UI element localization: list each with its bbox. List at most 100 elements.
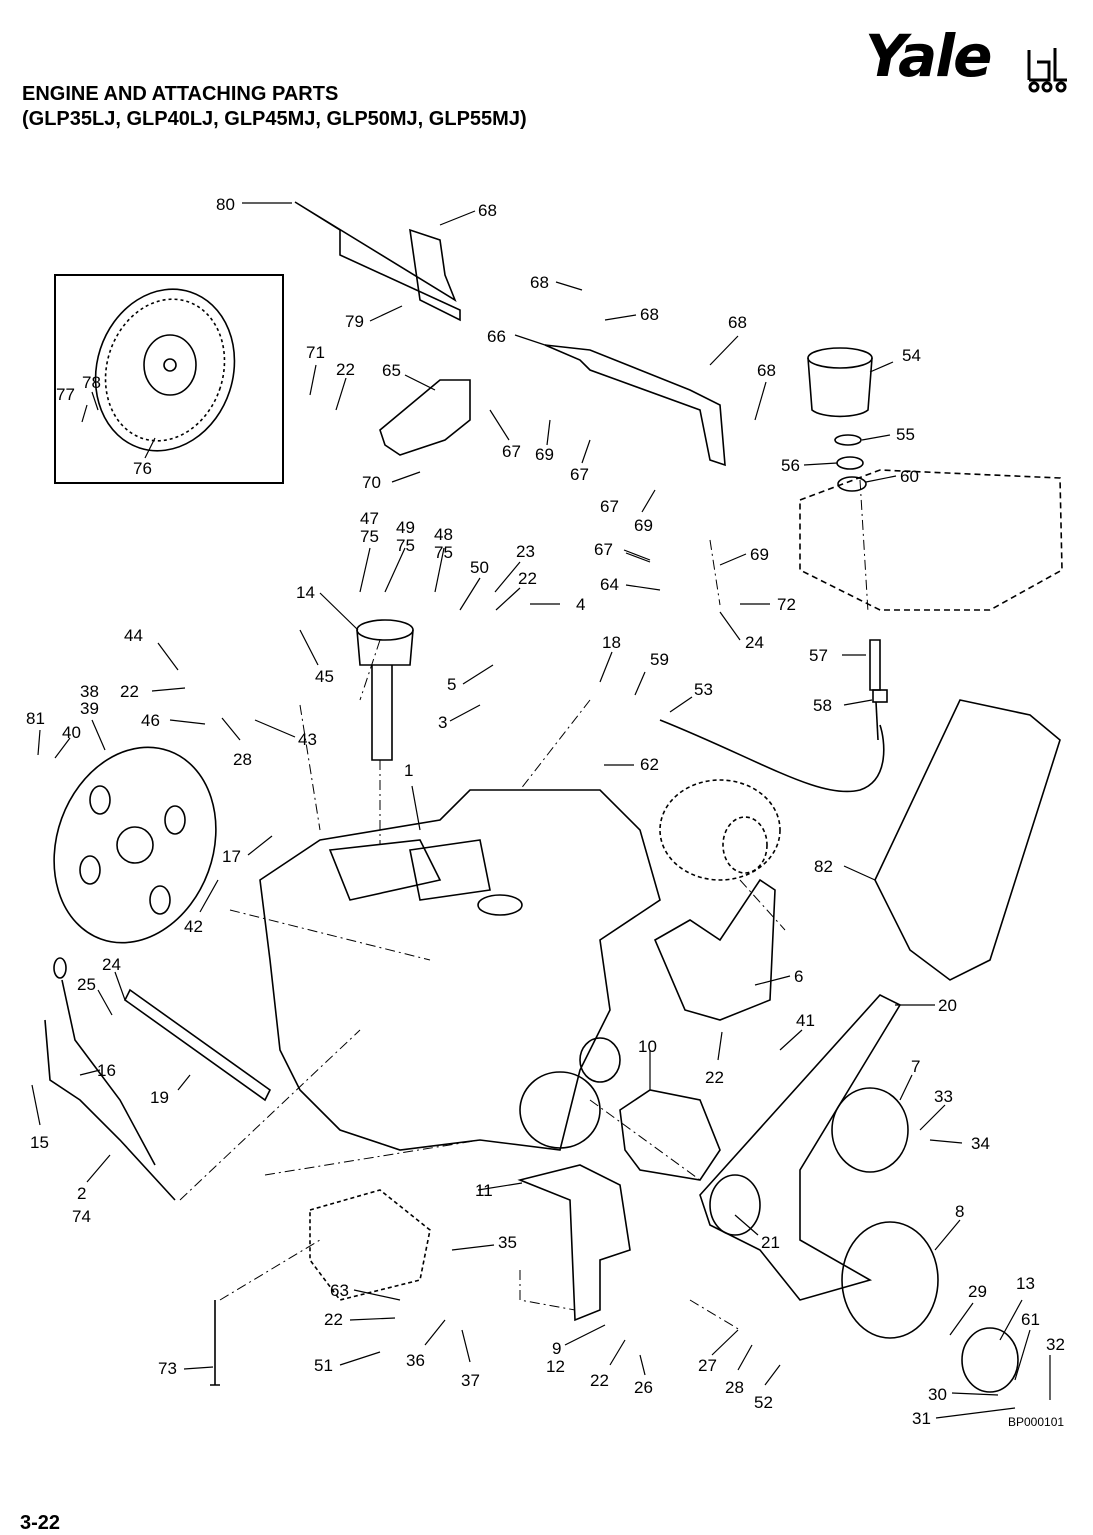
callout-28: 28 — [233, 750, 252, 769]
callout-31: 31 — [912, 1409, 931, 1428]
callout-53: 53 — [694, 680, 713, 699]
distributor-14 — [356, 619, 414, 761]
callout-49: 49 — [396, 518, 415, 537]
idler-pulley-7 — [831, 1087, 909, 1173]
callout-51: 51 — [314, 1356, 333, 1375]
fan-belt-20 — [699, 994, 902, 1301]
callout-61: 61 — [1021, 1310, 1040, 1329]
callout-43: 43 — [298, 730, 317, 749]
callout-8: 8 — [955, 1202, 964, 1221]
alternator — [659, 779, 781, 881]
callout-42: 42 — [184, 917, 203, 936]
callout-67: 67 — [502, 442, 521, 461]
callout-11: 11 — [475, 1181, 493, 1200]
starter-motor — [309, 1189, 431, 1301]
callout-67: 67 — [570, 465, 589, 484]
bracket-19 — [123, 988, 272, 1102]
oil-filter-54 — [807, 347, 873, 418]
filter-adapter-bracket — [799, 469, 1063, 611]
callout-20: 20 — [938, 996, 957, 1015]
callout-46: 46 — [141, 711, 160, 730]
mount-bracket-11 — [517, 1164, 631, 1322]
callout-69: 69 — [750, 545, 769, 564]
callout-45: 45 — [315, 667, 334, 686]
cover-plate-80 — [294, 201, 461, 322]
callout-17: 17 — [222, 847, 241, 866]
callout-82: 82 — [814, 857, 833, 876]
callout-47: 47 — [360, 509, 379, 528]
starter-10 — [619, 1089, 721, 1181]
callout-69: 69 — [535, 445, 554, 464]
callout-13: 13 — [1016, 1274, 1035, 1293]
callout-32: 32 — [1046, 1335, 1065, 1354]
callout-68: 68 — [757, 361, 776, 380]
callout-68: 68 — [530, 273, 549, 292]
callout-22: 22 — [590, 1371, 609, 1390]
callout-33: 33 — [934, 1087, 953, 1106]
callout-12: 12 — [546, 1357, 565, 1376]
callout-80: 80 — [216, 195, 235, 214]
page-number: 3-22 — [20, 1512, 61, 1534]
bracket-65 — [379, 379, 471, 456]
callout-22: 22 — [705, 1068, 724, 1087]
callout-28: 28 — [725, 1378, 744, 1397]
callout-68: 68 — [478, 201, 497, 220]
callout-70: 70 — [362, 473, 381, 492]
callout-37: 37 — [461, 1371, 480, 1390]
callout-74: 74 — [72, 1207, 91, 1226]
callout-22: 22 — [336, 360, 355, 379]
title-line-1: ENGINE AND ATTACHING PARTS — [22, 83, 339, 105]
flywheel-inset-frame — [54, 274, 284, 484]
callout-29: 29 — [968, 1282, 987, 1301]
callout-7: 7 — [911, 1057, 920, 1076]
callout-68: 68 — [640, 305, 659, 324]
callout-35: 35 — [498, 1233, 517, 1252]
callout-38: 38 — [80, 682, 99, 701]
callout-23: 23 — [516, 542, 535, 561]
callout-60: 60 — [900, 467, 919, 486]
callout-25: 25 — [77, 975, 96, 994]
callout-77: 77 — [56, 385, 75, 404]
callout-24: 24 — [102, 955, 121, 974]
callout-52: 52 — [754, 1393, 773, 1412]
callout-67: 67 — [594, 540, 613, 559]
callout-22: 22 — [120, 682, 139, 701]
callout-22: 22 — [324, 1310, 343, 1329]
callout-69: 69 — [634, 516, 653, 535]
callout-41: 41 — [796, 1011, 815, 1030]
callout-19: 19 — [150, 1088, 169, 1107]
callout-65: 65 — [382, 361, 401, 380]
alternator-bracket-6 — [653, 878, 776, 1021]
callout-75: 75 — [434, 543, 453, 562]
callout-62: 62 — [640, 755, 659, 774]
yale-logo: Yale — [865, 22, 992, 90]
callout-44: 44 — [124, 626, 143, 645]
callout-63: 63 — [330, 1281, 349, 1300]
callout-56: 56 — [781, 456, 800, 475]
callout-57: 57 — [809, 646, 828, 665]
callout-14: 14 — [296, 583, 315, 602]
callout-55: 55 — [896, 425, 915, 444]
callout-5: 5 — [447, 675, 456, 694]
drawing-code: BP000101 — [1008, 1415, 1065, 1429]
callout-78: 78 — [82, 373, 101, 392]
oil-line — [659, 719, 885, 793]
callout-36: 36 — [406, 1351, 425, 1370]
callout-34: 34 — [971, 1134, 990, 1153]
callout-40: 40 — [62, 723, 81, 742]
forklift-logo-icon — [1027, 48, 1067, 93]
dipstick-tube-2 — [44, 1019, 176, 1201]
callout-3: 3 — [438, 713, 447, 732]
tensioner-21 — [709, 1174, 761, 1236]
callout-21: 21 — [761, 1233, 780, 1252]
callout-30: 30 — [928, 1385, 947, 1404]
callout-72: 72 — [777, 595, 796, 614]
flywheel-drawing — [94, 288, 236, 452]
callout-50: 50 — [470, 558, 489, 577]
callout-67: 67 — [600, 497, 619, 516]
callout-75: 75 — [396, 536, 415, 555]
callout-6: 6 — [794, 967, 803, 986]
callout-71: 71 — [306, 343, 325, 362]
engine-block-1 — [259, 789, 661, 1151]
